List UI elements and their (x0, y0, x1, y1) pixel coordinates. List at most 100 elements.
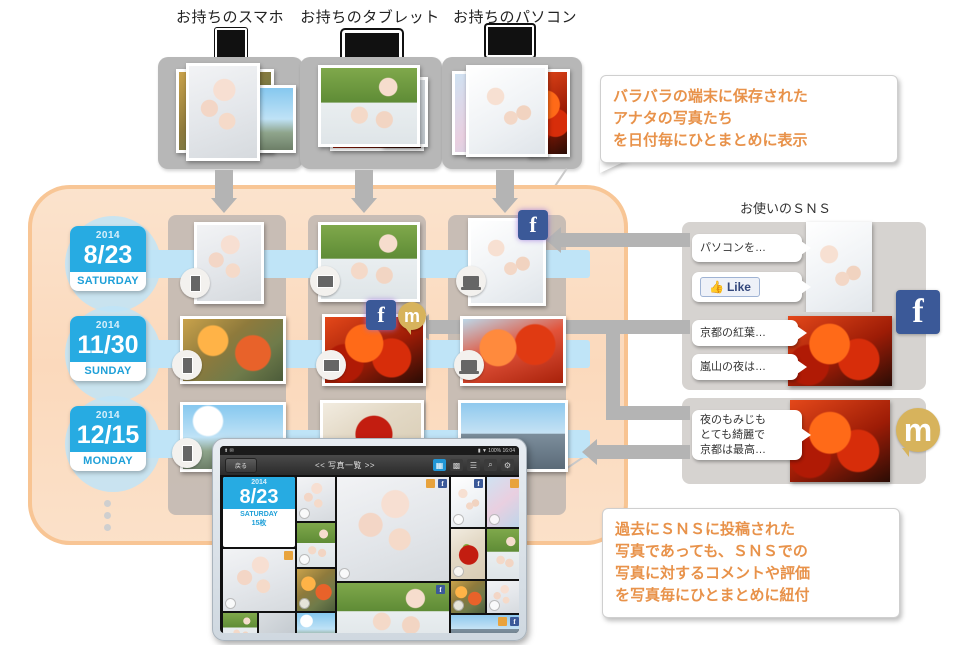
grid-photo[interactable] (259, 613, 295, 633)
media-indicator-icon (453, 600, 464, 611)
star-icon (510, 479, 519, 488)
callout-bottom: 過去にＳＮＳに投稿された 写真であっても、ＳＮＳでの 写真に対するコメントや評価… (602, 508, 900, 618)
star-icon (498, 617, 507, 626)
grid-photo[interactable] (223, 549, 295, 611)
date-card-2[interactable]: 2014 12/15 MONDAY (70, 406, 146, 471)
sns-comment-text: 嵐山の夜は… (700, 361, 766, 373)
device-label-tablet: お持ちのタブレット (300, 9, 440, 26)
date-weekday: SUNDAY (84, 365, 132, 377)
media-indicator-icon (299, 598, 310, 609)
facebook-icon: f (518, 210, 548, 240)
grid-photo[interactable]: f (451, 477, 485, 527)
device-photo-panel-pc (442, 57, 582, 169)
facebook-icon: f (438, 479, 447, 488)
timeline-photo[interactable] (454, 316, 566, 386)
phone-icon (189, 274, 201, 292)
media-indicator-icon (299, 508, 310, 519)
sns-comment-text: 京都の紅葉… (700, 327, 766, 339)
star-icon (426, 479, 435, 488)
grid-photo[interactable] (487, 581, 519, 613)
tablet-device-mockup[interactable]: ⬆ ✉ ▮ ▼ 100% 16:04 戻る << 写真一覧 >> ▦ ▩ ☰ ⌕… (212, 438, 527, 641)
media-indicator-icon (299, 554, 310, 565)
date-weekday: MONDAY (83, 455, 133, 467)
grid-photo[interactable] (223, 613, 257, 633)
star-icon (284, 551, 293, 560)
facebook-logo: f (896, 290, 940, 334)
sns-post-photo (806, 222, 872, 320)
source-badge-pc (454, 350, 484, 380)
timeline-photo[interactable] (180, 222, 264, 304)
back-button[interactable]: 戻る (225, 457, 258, 473)
date-card-0[interactable]: 2014 8/23 SATURDAY (70, 226, 146, 291)
grid-photo[interactable] (451, 529, 485, 579)
grid-photo[interactable] (487, 477, 519, 527)
grid-photo[interactable]: f (337, 583, 449, 633)
photo-thumb (466, 65, 548, 157)
grid-photo[interactable] (297, 523, 335, 567)
grid-photo[interactable] (297, 569, 335, 611)
date-year: 2014 (95, 230, 121, 241)
timeline-photo[interactable]: f (456, 210, 548, 308)
date-monthday: 8/23 (239, 486, 279, 508)
phone-icon (181, 444, 193, 462)
sns-link-arrow-head (582, 439, 597, 465)
sns-link-arrow-2-branch (606, 406, 690, 420)
grid-photo[interactable]: f (451, 615, 519, 633)
tablet-icon (322, 358, 340, 372)
media-indicator-icon (225, 598, 236, 609)
date-card-1[interactable]: 2014 11/30 SUNDAY (70, 316, 146, 381)
timeline-photo[interactable] (172, 316, 286, 384)
tablet-status-bar: ⬆ ✉ ▮ ▼ 100% 16:04 (220, 446, 519, 455)
tablet-title: << 写真一覧 >> (314, 460, 376, 470)
sns-comment-bubble[interactable]: 嵐山の夜は… (692, 354, 807, 380)
device-label-pc: お持ちのパソコン (452, 9, 577, 26)
tablet-date-card[interactable]: 2014 8/23 SATURDAY 15枚 (223, 477, 295, 547)
sns-link-arrow-head (546, 227, 561, 253)
laptop-icon (459, 359, 479, 374)
settings-icon[interactable]: ⚙ (501, 459, 514, 471)
tablet-photo-grid: 2014 8/23 SATURDAY 15枚 (220, 475, 519, 633)
like-label: Like (726, 280, 751, 294)
callout-bottom-tail (632, 496, 662, 510)
grid-photo-hero[interactable]: f (337, 477, 449, 581)
sns-comment-bubble[interactable]: 夜のもみじも とても綺麗で 京都は最高… (692, 410, 811, 460)
tablet-toolbar: 戻る << 写真一覧 >> ▦ ▩ ☰ ⌕ ⚙ (220, 455, 519, 476)
device-label-smartphone: お持ちのスマホ (175, 9, 285, 26)
sns-link-arrow-1 (560, 233, 690, 247)
more-dates-dot (104, 512, 111, 519)
date-weekday: SATURDAY (77, 275, 139, 287)
grid-photo[interactable] (487, 529, 519, 579)
grid-photo[interactable] (297, 477, 335, 521)
status-left: ⬆ ✉ (224, 447, 234, 454)
list-view-icon[interactable]: ☰ (467, 459, 480, 471)
status-right: ▮ ▼ 100% 16:04 (477, 447, 515, 454)
timeline-photo[interactable] (310, 222, 420, 302)
source-badge-tablet (316, 350, 346, 380)
facebook-icon: f (366, 300, 396, 330)
timeline-photo[interactable]: f m (316, 300, 426, 386)
facebook-icon: f (510, 617, 519, 626)
sns-comment-bubble[interactable]: パソコンを… (692, 234, 811, 262)
sns-like-bubble[interactable]: 👍 Like (692, 272, 811, 302)
media-indicator-icon (489, 600, 500, 611)
media-indicator-icon (453, 566, 464, 577)
grid-photo[interactable] (297, 613, 335, 633)
grid-photo[interactable] (451, 581, 485, 613)
source-badge-smartphone (172, 350, 202, 380)
source-badge-pc (456, 266, 486, 296)
source-badge-tablet (310, 266, 340, 296)
flow-arrow-head (492, 198, 518, 213)
phone-icon (181, 356, 193, 374)
thumb-view-icon[interactable]: ▩ (450, 459, 463, 471)
date-monthday: 12/15 (76, 421, 140, 449)
sns-comment-bubble[interactable]: 京都の紅葉… (692, 320, 807, 346)
sns-comment-text: 夜のもみじも とても綺麗で 京都は最高… (700, 413, 766, 456)
search-icon[interactable]: ⌕ (484, 459, 497, 471)
more-dates-dot (104, 500, 111, 507)
mixi-logo: m (896, 408, 940, 457)
grid-view-icon[interactable]: ▦ (433, 459, 446, 471)
like-button[interactable]: 👍 Like (700, 277, 760, 297)
media-indicator-icon (489, 514, 500, 525)
tablet-icon (316, 274, 334, 288)
thumbs-up-icon: 👍 (709, 280, 724, 294)
